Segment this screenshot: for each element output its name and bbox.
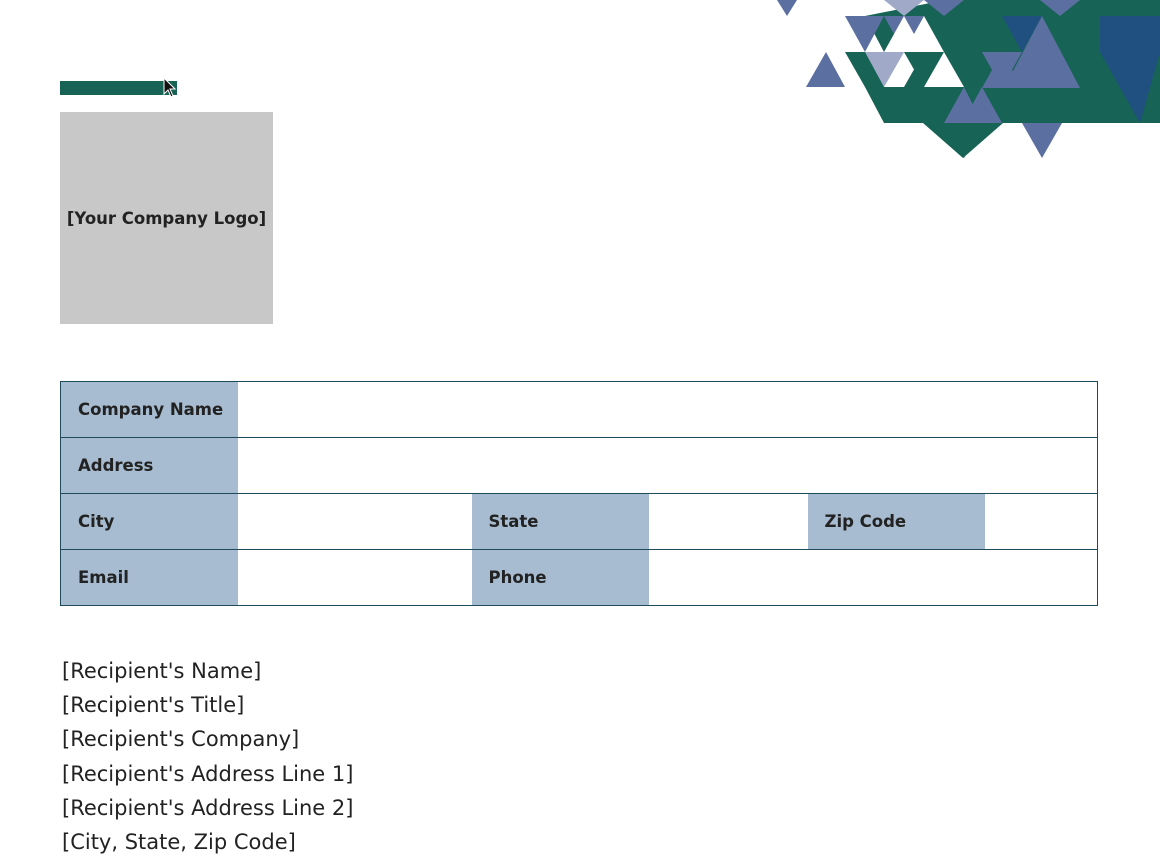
address-label: Address (60, 437, 238, 494)
phone-field[interactable] (648, 549, 1099, 606)
recipient-address-line-2[interactable]: [Recipient's Address Line 2] (62, 795, 354, 820)
triangle-pattern-decoration (777, 0, 1160, 158)
zip-code-label: Zip Code (807, 493, 985, 550)
company-name-label: Company Name (60, 381, 238, 438)
recipient-city-state-zip[interactable]: [City, State, Zip Code] (62, 830, 296, 855)
recipient-address-block: [Recipient's Name] [Recipient's Title] [… (62, 654, 353, 859)
company-logo-placeholder[interactable]: [Your Company Logo] (60, 112, 273, 324)
state-field[interactable] (648, 493, 808, 550)
email-label: Email (60, 549, 238, 606)
address-field[interactable] (237, 437, 1099, 494)
mouse-cursor-icon (163, 77, 177, 98)
email-field[interactable] (237, 549, 472, 606)
recipient-title[interactable]: [Recipient's Title] (62, 693, 245, 718)
city-field[interactable] (237, 493, 472, 550)
zip-code-field[interactable] (984, 493, 1099, 550)
city-label: City (60, 493, 238, 550)
table-row: Address (60, 437, 1099, 494)
accent-bar (60, 81, 177, 95)
recipient-company[interactable]: [Recipient's Company] (62, 727, 300, 752)
company-info-table: Company Name Address City State Zip Code… (60, 381, 1099, 606)
table-row: Email Phone (60, 549, 1099, 606)
state-label: State (471, 493, 649, 550)
table-row: City State Zip Code (60, 493, 1099, 550)
phone-label: Phone (471, 549, 649, 606)
company-name-field[interactable] (237, 381, 1099, 438)
recipient-address-line-1[interactable]: [Recipient's Address Line 1] (62, 761, 354, 786)
table-row: Company Name (60, 381, 1099, 438)
recipient-name[interactable]: [Recipient's Name] (62, 659, 262, 683)
logo-placeholder-text: [Your Company Logo] (66, 208, 267, 228)
